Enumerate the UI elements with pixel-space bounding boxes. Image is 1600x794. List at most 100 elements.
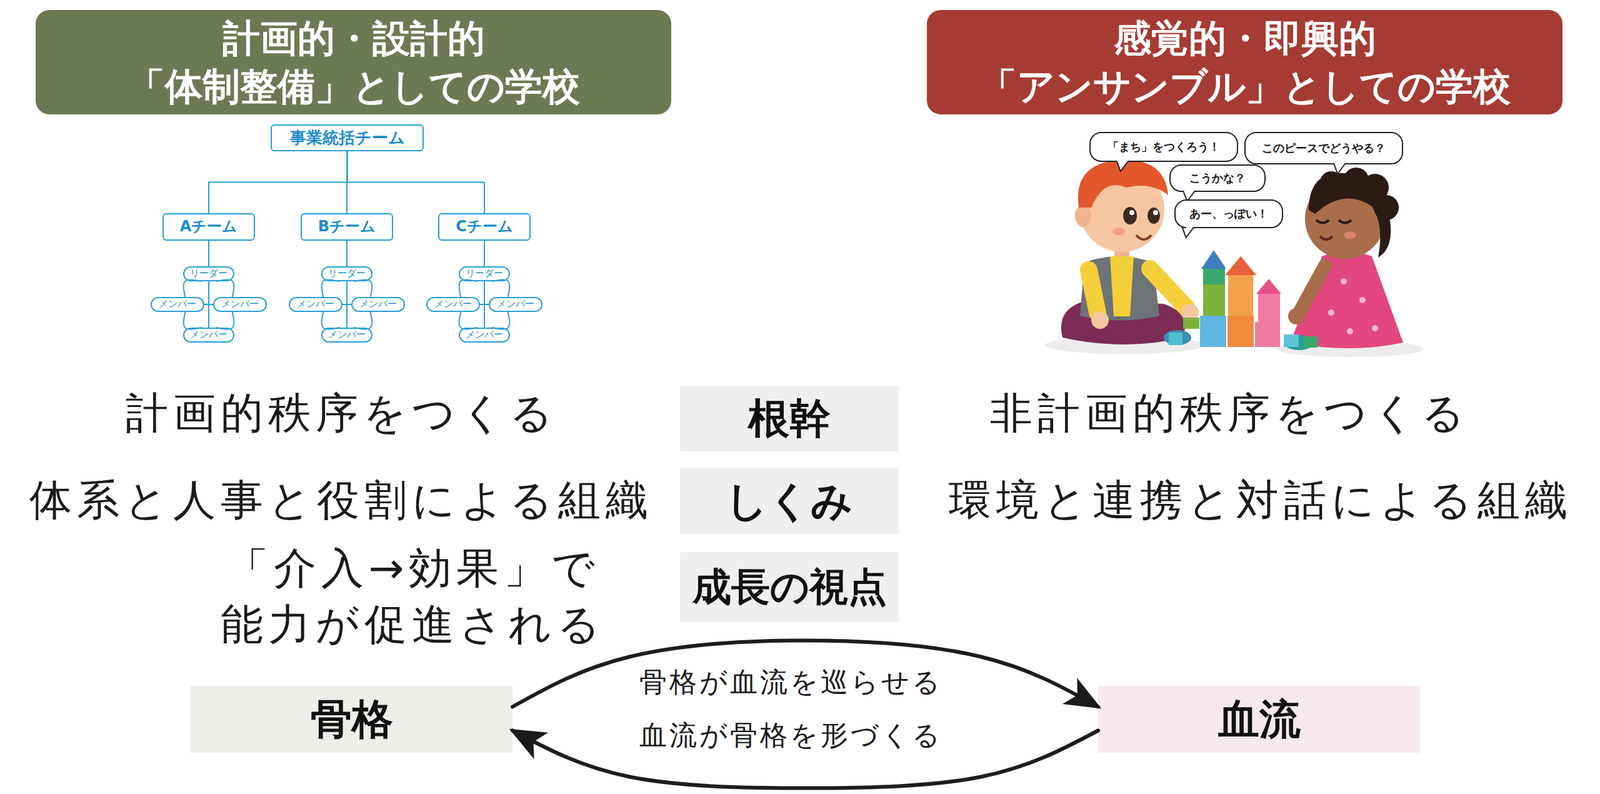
cycle-arrow xyxy=(512,640,1099,707)
girl-hand xyxy=(1288,308,1305,325)
org-connector xyxy=(354,280,372,297)
role-box: メンバー xyxy=(183,327,235,343)
org-connector xyxy=(183,311,202,329)
org-connector xyxy=(483,240,485,267)
girl-cheek xyxy=(1343,231,1357,239)
aspect-box: しくみ xyxy=(680,468,899,534)
toy-block xyxy=(1203,284,1225,316)
team-box: Aチーム xyxy=(162,213,255,241)
org-connector xyxy=(216,311,234,329)
kids-illustration xyxy=(1045,160,1424,357)
girl-eye xyxy=(1338,220,1352,224)
dress-dot xyxy=(1359,296,1366,304)
boy-shirt xyxy=(1110,256,1134,317)
org-connector xyxy=(208,151,348,214)
org-label: メンバー xyxy=(434,298,472,311)
org-connector xyxy=(321,311,340,329)
team-box: 事業統括チーム xyxy=(270,124,424,152)
row-text: 環境と連携と対話による組織 xyxy=(916,471,1600,529)
band-title: 計画的・設計的 「体制整備」としての学校 xyxy=(103,14,604,111)
speech-bubble: あー、っぽい！ xyxy=(1175,200,1283,228)
edge-label: 血流が骨格を形づくる xyxy=(639,718,943,752)
org-connector xyxy=(491,280,510,297)
boy-mouth xyxy=(1136,235,1152,240)
aspect-label: 根幹 xyxy=(748,391,831,446)
org-connector xyxy=(204,303,214,305)
header-band: 感覚的・即興的 「アンサンブル」としての学校 xyxy=(926,10,1563,115)
dress-dot xyxy=(1346,328,1354,335)
org-connector xyxy=(491,311,510,329)
row-text: 「介入→効果」で 能力が促進される xyxy=(197,540,629,653)
row-text: 計画的秩序をつくる xyxy=(60,385,624,442)
bubble-shape xyxy=(1170,165,1265,202)
org-connector xyxy=(480,303,489,305)
org-connector xyxy=(346,240,348,267)
concept-box: 血流 xyxy=(1098,685,1420,753)
aspect-label: 成長の視点 xyxy=(692,561,887,613)
girl-hair-curl xyxy=(1320,171,1343,194)
bubble-shape xyxy=(1245,132,1403,174)
role-box: リーダー xyxy=(321,266,373,282)
org-label: メンバー xyxy=(190,328,228,342)
speech-bubble: 「まち」をつくろう！ xyxy=(1090,132,1238,162)
boy-cheek xyxy=(1112,227,1125,235)
role-box: メンバー xyxy=(321,327,373,343)
girl-hair-curl xyxy=(1343,167,1369,193)
toy-roof xyxy=(1256,278,1282,294)
org-connector xyxy=(183,280,202,297)
toy-block xyxy=(1200,315,1227,347)
boy-arm xyxy=(1088,270,1098,313)
speech-text: あー、っぽい！ xyxy=(1189,206,1269,221)
org-label: Aチーム xyxy=(180,216,239,237)
speech-text: このピースでどうやる？ xyxy=(1261,140,1386,155)
girl-eye xyxy=(1316,220,1329,224)
toy-block xyxy=(1227,315,1254,347)
cycle-arrow xyxy=(512,730,1099,789)
girl-arm xyxy=(1300,265,1325,312)
org-label: リーダー xyxy=(328,267,366,280)
boy-eye xyxy=(1123,206,1137,225)
concept-label: 血流 xyxy=(1218,692,1301,747)
boy-ear xyxy=(1075,204,1092,227)
dress-dot xyxy=(1328,309,1335,316)
role-box: メンバー xyxy=(488,296,543,312)
team-box: Bチーム xyxy=(300,213,394,241)
toy-block xyxy=(1255,321,1280,347)
role-box: メンバー xyxy=(458,327,510,343)
edge-label: 骨格が血流を巡らせる xyxy=(639,665,943,699)
toy-roof xyxy=(1225,256,1257,275)
team-box: Cチーム xyxy=(438,213,531,241)
org-label: メンバー xyxy=(465,328,504,342)
org-connector xyxy=(208,240,210,267)
org-connector xyxy=(342,303,352,305)
bubble-shape xyxy=(1175,200,1283,238)
org-label: メンバー xyxy=(221,298,259,311)
org-label: メンバー xyxy=(158,298,197,311)
role-box: リーダー xyxy=(458,266,510,282)
toy-roof xyxy=(1201,250,1227,269)
aspect-box: 根幹 xyxy=(680,385,899,452)
toy-block xyxy=(1258,293,1280,322)
org-label: メンバー xyxy=(496,298,535,311)
org-label: Bチーム xyxy=(318,216,376,237)
header-band: 計画的・設計的 「体制整備」としての学校 xyxy=(35,10,672,115)
band-title: 感覚的・即興的 「アンサンブル」としての学校 xyxy=(963,14,1527,111)
row-text: 体系と人事と役割による組織 xyxy=(0,471,685,529)
eye-highlight xyxy=(1153,210,1159,215)
org-connector xyxy=(321,280,340,297)
toy-block xyxy=(1303,336,1318,348)
boy-shoe xyxy=(1163,330,1192,345)
org-connector xyxy=(354,311,372,329)
row-text: 非計画的秩序をつくる xyxy=(948,385,1512,442)
speech-bubble: このピースでどうやる？ xyxy=(1245,132,1403,164)
aspect-label: しくみ xyxy=(725,474,854,529)
aspect-box: 成長の視点 xyxy=(680,551,899,622)
org-connector xyxy=(483,281,485,328)
org-connector xyxy=(346,281,348,328)
girl-hair-curl xyxy=(1373,195,1399,220)
boy-eye xyxy=(1147,207,1160,224)
org-connector xyxy=(459,280,477,297)
role-box: メンバー xyxy=(288,296,343,312)
org-label: リーダー xyxy=(190,267,228,280)
role-box: メンバー xyxy=(351,296,405,312)
